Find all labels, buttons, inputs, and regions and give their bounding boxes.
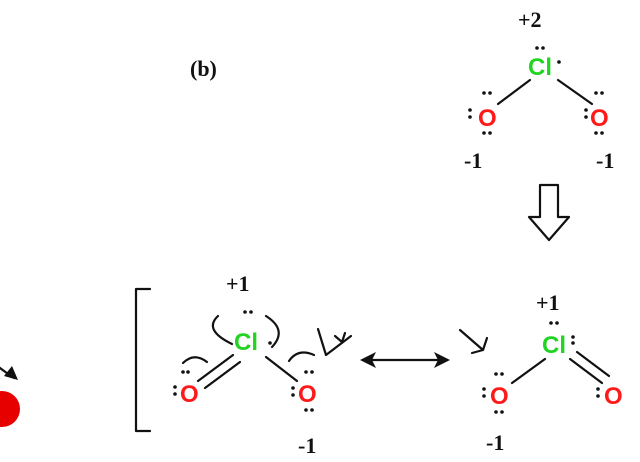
bl-o-right-charge: -1 <box>298 433 316 458</box>
bracket-icon <box>134 287 152 433</box>
bl-o-left-atom: O <box>180 381 199 408</box>
top-o-left-charge: -1 <box>464 148 482 173</box>
electron-push-arrow-icon <box>458 328 489 355</box>
top-o-left-atom: O <box>478 105 497 132</box>
top-o-right-atom: O <box>590 105 609 132</box>
bl-single-bond <box>264 355 299 383</box>
top-cl-charge: +2 <box>518 7 542 32</box>
top-o-right-charge: -1 <box>596 148 614 173</box>
panel-label: (b) <box>190 56 217 81</box>
bottom-left-structure: +1 Cl O O -1 <box>173 271 353 458</box>
br-o-left-atom: O <box>490 383 509 410</box>
partial-oxygen-icon <box>0 366 20 427</box>
top-structure: +2 Cl O O -1 -1 <box>464 7 614 173</box>
bl-o-right-atom: O <box>298 381 317 408</box>
br-o-right-atom: O <box>604 383 623 410</box>
br-cl-charge: +1 <box>536 290 560 315</box>
br-o-left-charge: -1 <box>486 430 504 455</box>
br-single-bond <box>510 357 547 385</box>
bottom-right-structure: +1 Cl O O -1 <box>482 290 623 455</box>
curved-arrow-icon <box>211 314 234 346</box>
bl-cl-atom: Cl <box>234 329 258 356</box>
top-bond-left <box>496 78 532 106</box>
bl-double-bond-a <box>196 353 235 383</box>
double-headed-arrow-icon <box>360 352 450 368</box>
top-bond-right <box>556 78 594 106</box>
top-cl-atom: Cl <box>528 54 552 81</box>
hollow-down-arrow-icon <box>527 183 571 242</box>
bl-cl-charge: +1 <box>226 271 250 296</box>
bl-double-bond-b <box>203 360 242 390</box>
br-double-bond-b <box>575 350 611 378</box>
br-double-bond-a <box>568 357 604 385</box>
br-cl-atom: Cl <box>542 332 566 359</box>
